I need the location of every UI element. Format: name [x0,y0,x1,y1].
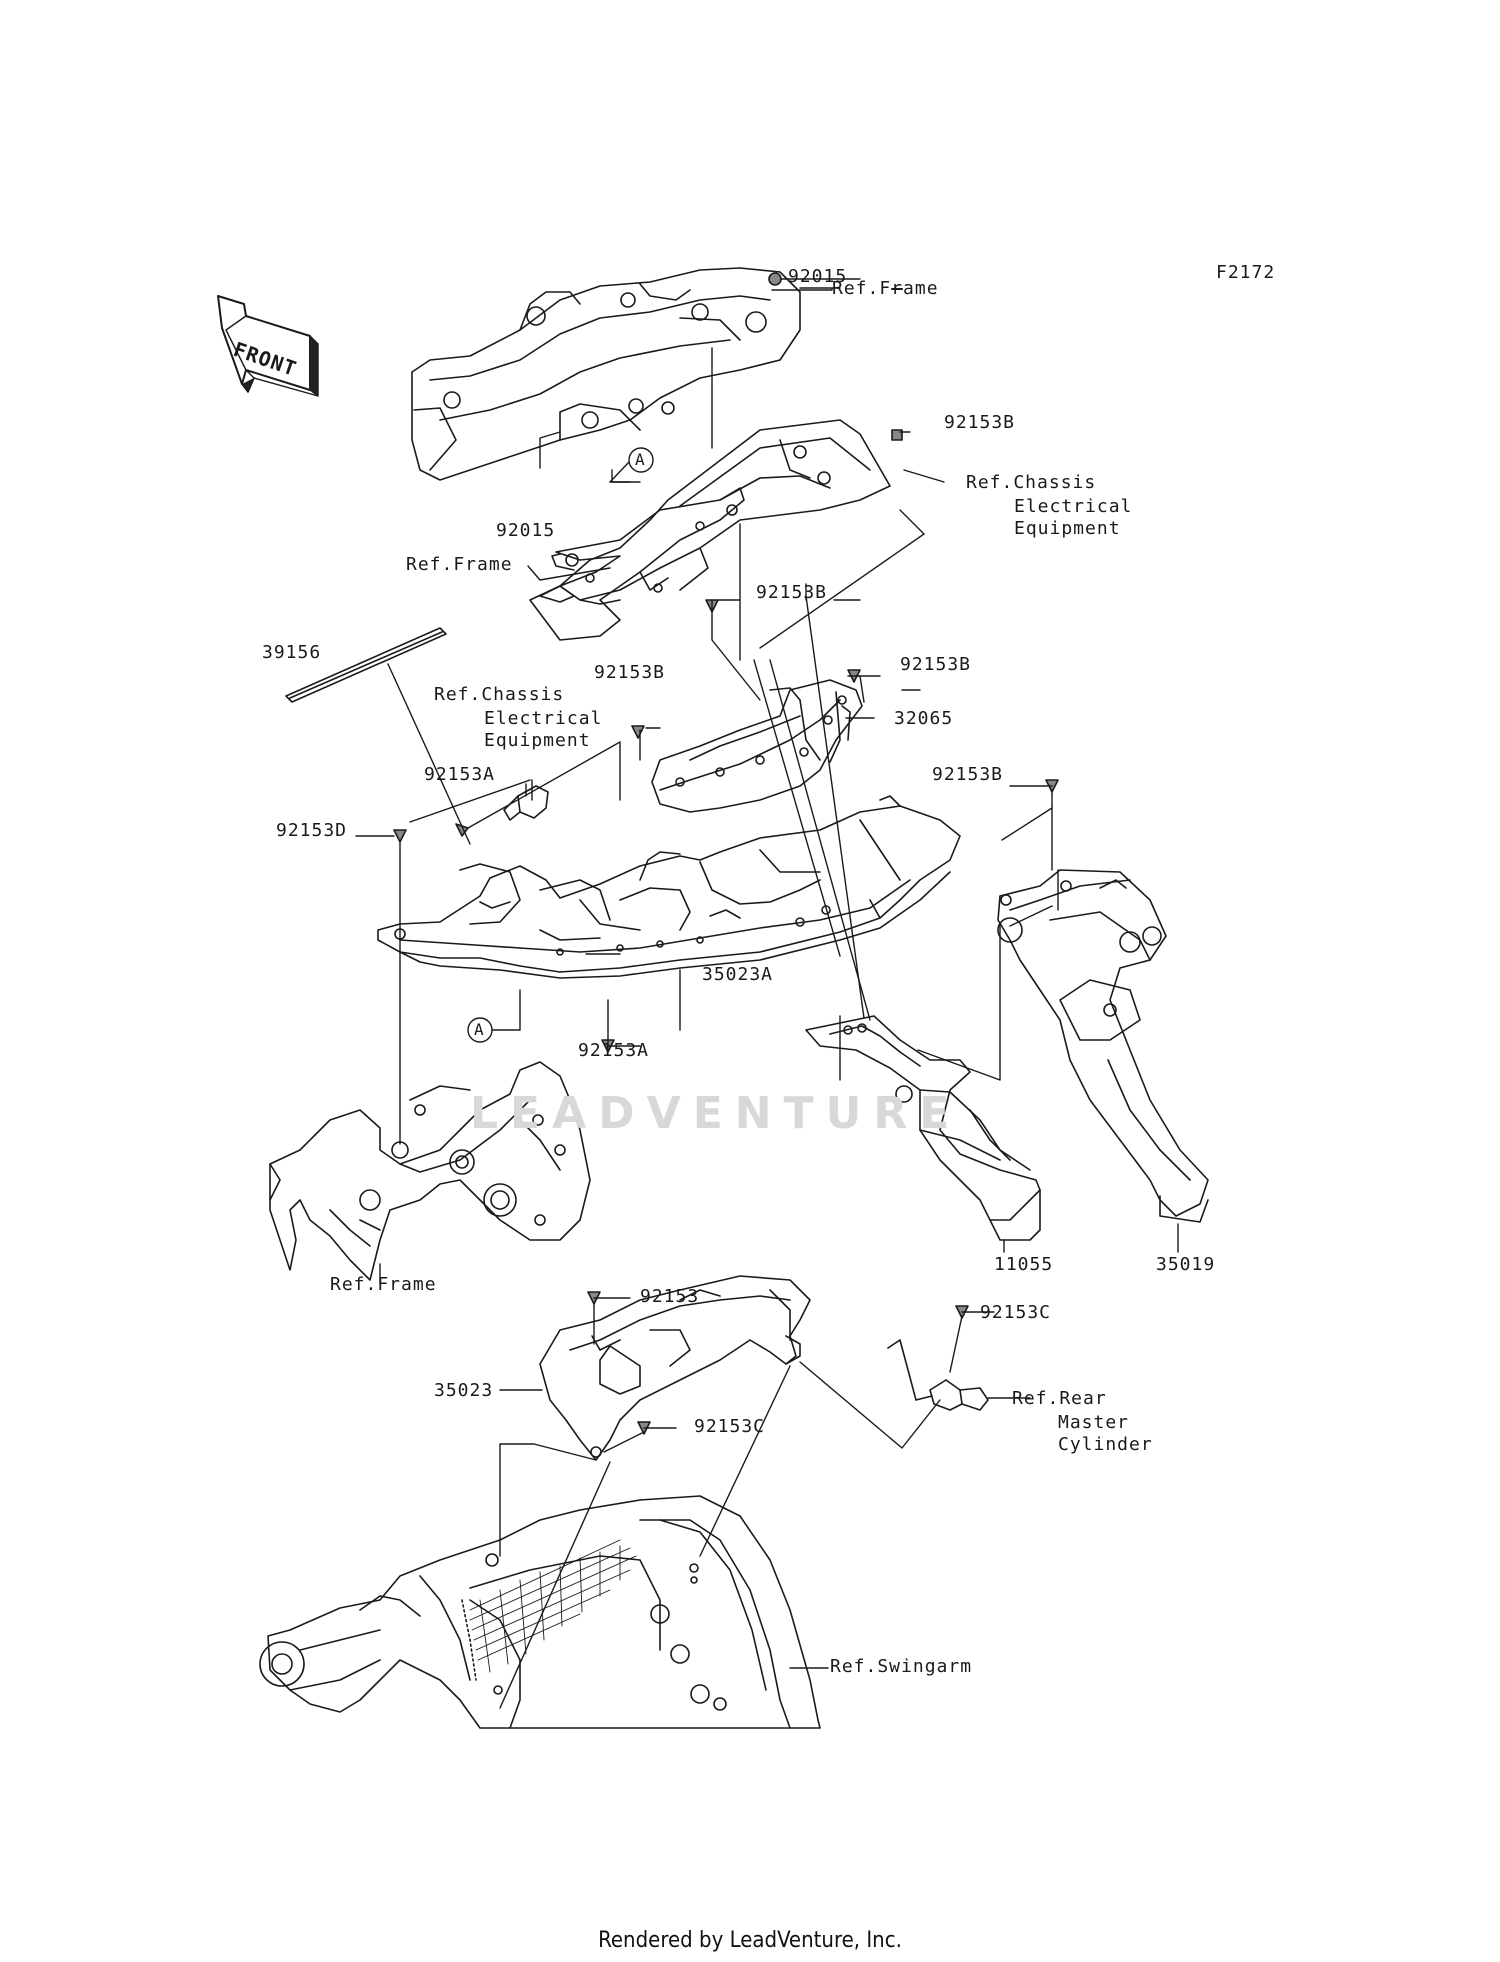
frame-rail-bracket-drawing [529,487,745,641]
callout-ref-frame-mid[interactable]: Ref.Frame [406,554,513,575]
seat-tray-upper-drawing [539,419,891,605]
callout-39156[interactable]: 39156 [262,642,322,663]
callout-ref-chassis-1-line2: Electrical [1014,496,1133,517]
bolt-icons [393,272,1059,1435]
callout-ref-swingarm[interactable]: Ref.Swingarm [830,1656,973,1677]
callout-marker-a-top: A [635,450,645,469]
callout-92153b-3[interactable]: 92153B [594,662,666,683]
callout-ref-rear-master-line1[interactable]: Ref.Rear [1012,1388,1107,1409]
callout-ref-rear-master-line2: Master [1058,1412,1130,1433]
callout-ref-chassis-2-line2: Electrical [484,708,603,729]
callout-35019[interactable]: 35019 [1156,1254,1216,1275]
callout-92153b-2[interactable]: 92153B [756,582,828,603]
label-plate-39156-drawing [285,627,447,703]
swingarm-drawing [259,1495,821,1729]
callout-92153a-1[interactable]: 92153A [424,764,496,785]
callout-92153c-2[interactable]: 92153C [694,1416,766,1437]
callout-92015-left[interactable]: 92015 [496,520,556,541]
marker-a-circles [467,447,654,1043]
license-bracket-35019-drawing [997,869,1209,1223]
callout-ref-rear-master-line3: Cylinder [1058,1434,1153,1455]
callout-35023a[interactable]: 35023A [702,964,774,985]
watermark: LEADVENTURE [470,1088,962,1139]
bracket-32065-drawing [651,679,863,813]
diagram-code: F2172 [1216,262,1276,283]
callout-92153[interactable]: 92153 [640,1286,700,1307]
callout-ref-chassis-2-line3: Equipment [484,730,591,751]
callout-92015-top[interactable]: 92015 [788,266,848,287]
callout-32065[interactable]: 32065 [894,708,954,729]
callout-92153a-2[interactable]: 92153A [578,1040,650,1061]
callout-ref-frame-top[interactable]: Ref.Frame [832,278,939,299]
rear-frame-top-drawing [411,267,801,481]
callout-92153d[interactable]: 92153D [276,820,348,841]
callout-92153b-5[interactable]: 92153B [932,764,1004,785]
callout-ref-chassis-2-line1[interactable]: Ref.Chassis [434,684,565,705]
callout-marker-a-bottom: A [474,1020,484,1039]
callout-35023[interactable]: 35023 [434,1380,494,1401]
undertray-35023A-drawing [377,795,961,979]
rear-master-cylinder-drawing [887,1339,989,1411]
callout-92153b-4[interactable]: 92153B [900,654,972,675]
leader-lines [355,278,1179,1709]
callout-92153c-1[interactable]: 92153C [980,1302,1052,1323]
callout-ref-chassis-1-line1[interactable]: Ref.Chassis [966,472,1097,493]
callout-ref-chassis-1-line3: Equipment [1014,518,1121,539]
callout-11055[interactable]: 11055 [994,1254,1054,1275]
bracket-11055-drawing [805,1015,1041,1241]
callout-92153b-1[interactable]: 92153B [944,412,1016,433]
callout-ref-frame-bottom[interactable]: Ref.Frame [330,1274,437,1295]
footer-credit: Rendered by LeadVenture, Inc. [598,1928,902,1953]
main-frame-lower-drawing [269,1061,591,1281]
front-arrow-icon [217,295,319,397]
